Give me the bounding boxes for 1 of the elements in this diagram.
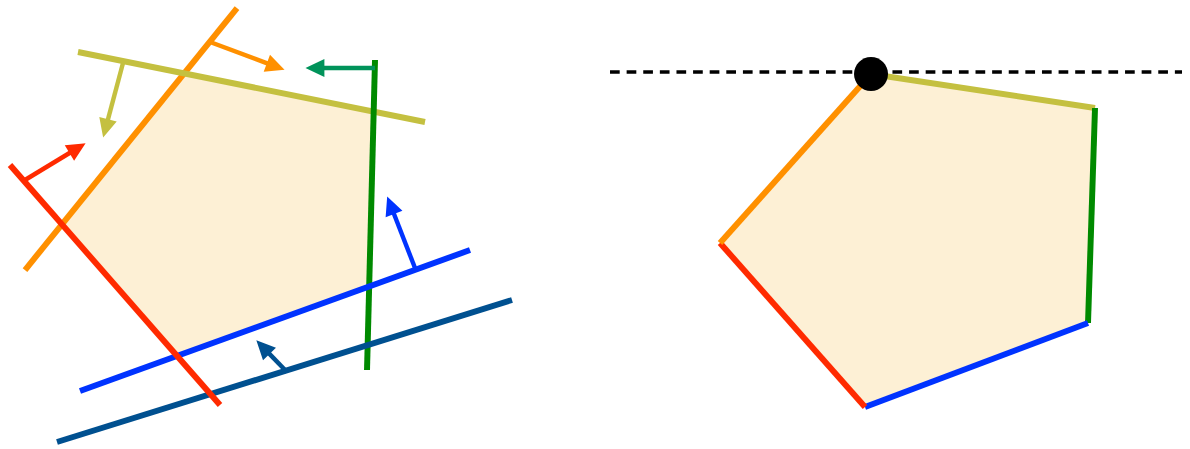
pentagon-drawing xyxy=(610,57,1182,410)
